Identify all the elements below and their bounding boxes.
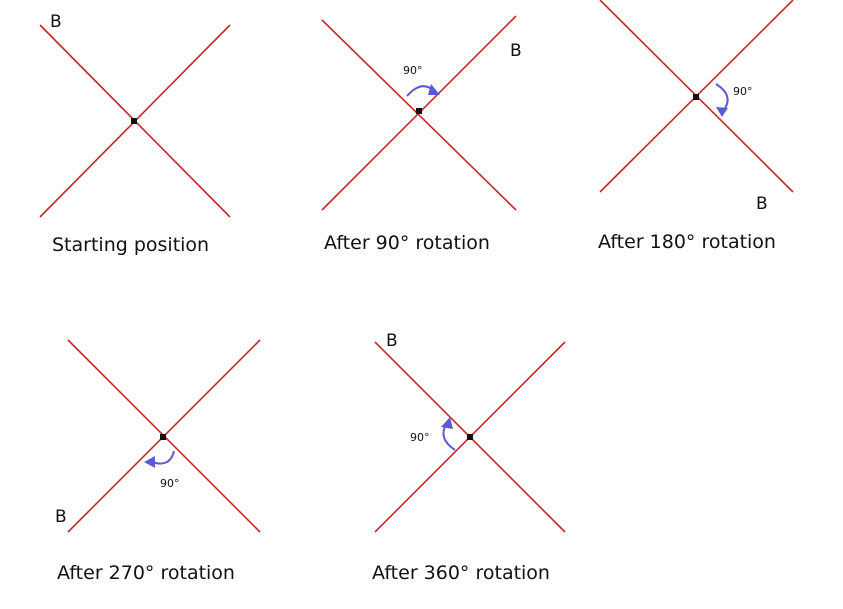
angle-label: 90° — [410, 431, 430, 444]
arrowhead-icon — [441, 417, 453, 429]
rotation-arrow-icon — [151, 450, 175, 465]
pivot-point — [416, 108, 422, 114]
caption: After 270° rotation — [57, 562, 235, 584]
caption: After 180° rotation — [598, 231, 776, 253]
panel-after-180: 90° B After 180° rotation — [598, 0, 794, 253]
pivot-point — [160, 434, 166, 440]
marker-b: B — [55, 507, 67, 527]
arrowhead-icon — [428, 84, 440, 95]
panel-after-270: 90° B After 270° rotation — [55, 339, 261, 584]
angle-label: 90° — [403, 64, 423, 77]
marker-b: B — [50, 12, 62, 32]
rotation-arrow-icon — [715, 83, 729, 112]
marker-b: B — [756, 194, 768, 214]
angle-label: 90° — [733, 85, 753, 98]
angle-label: 90° — [160, 477, 180, 490]
caption: After 90° rotation — [324, 232, 490, 254]
panel-after-360: 90° B After 360° rotation — [372, 331, 566, 584]
caption: After 360° rotation — [372, 562, 550, 584]
arrowhead-icon — [144, 456, 155, 468]
marker-b: B — [510, 41, 522, 61]
arrowhead-icon — [716, 107, 728, 117]
line-b — [321, 19, 517, 211]
pivot-point — [467, 434, 473, 440]
caption: Starting position — [52, 234, 209, 256]
panel-after-90: 90° B After 90° rotation — [321, 15, 522, 254]
pivot-point — [131, 118, 137, 124]
pivot-point — [693, 94, 699, 100]
marker-b: B — [386, 331, 398, 351]
panel-starting-position: B Starting position — [39, 12, 231, 256]
